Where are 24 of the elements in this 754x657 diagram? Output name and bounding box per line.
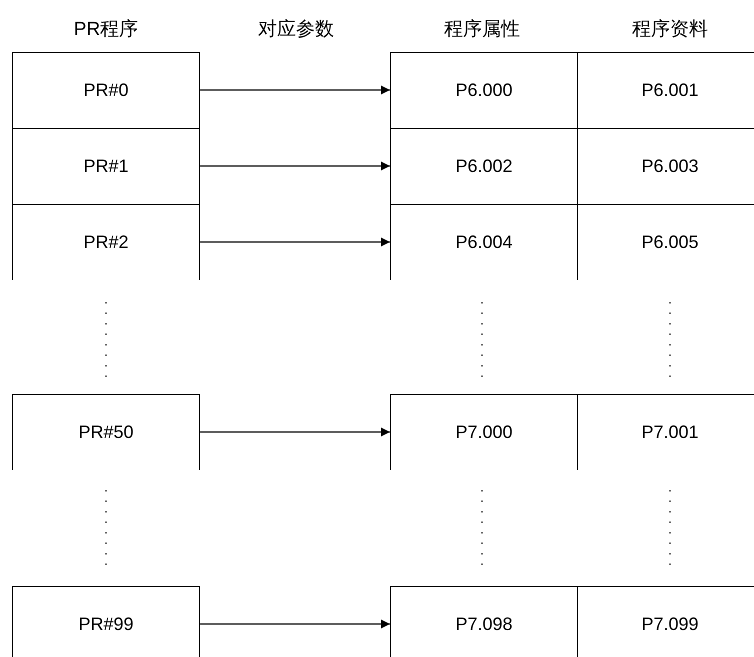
arrow (200, 238, 390, 246)
column-header: 程序属性 (444, 18, 520, 42)
arrow (200, 86, 390, 94)
table-cell: PR#2 (12, 204, 200, 280)
table-cell: P6.005 (577, 204, 754, 280)
table-cell: PR#99 (12, 586, 200, 657)
table-cell: PR#50 (12, 394, 200, 470)
table-cell: PR#1 (12, 128, 200, 204)
column-header: 对应参数 (258, 18, 334, 42)
table-cell: P6.003 (577, 128, 754, 204)
table-cell: P7.099 (577, 586, 754, 657)
arrow (200, 428, 390, 436)
table-cell: P7.001 (577, 394, 754, 470)
arrow (200, 620, 390, 628)
table-cell: P7.098 (390, 586, 577, 657)
table-cell: P6.000 (390, 52, 577, 128)
table-cell: P6.004 (390, 204, 577, 280)
table-cell: P6.002 (390, 128, 577, 204)
arrow (200, 162, 390, 170)
table-cell: PR#0 (12, 52, 200, 128)
column-header: 程序资料 (632, 18, 708, 42)
column-header: PR程序 (74, 18, 138, 42)
table-cell: P6.001 (577, 52, 754, 128)
table-cell: P7.000 (390, 394, 577, 470)
